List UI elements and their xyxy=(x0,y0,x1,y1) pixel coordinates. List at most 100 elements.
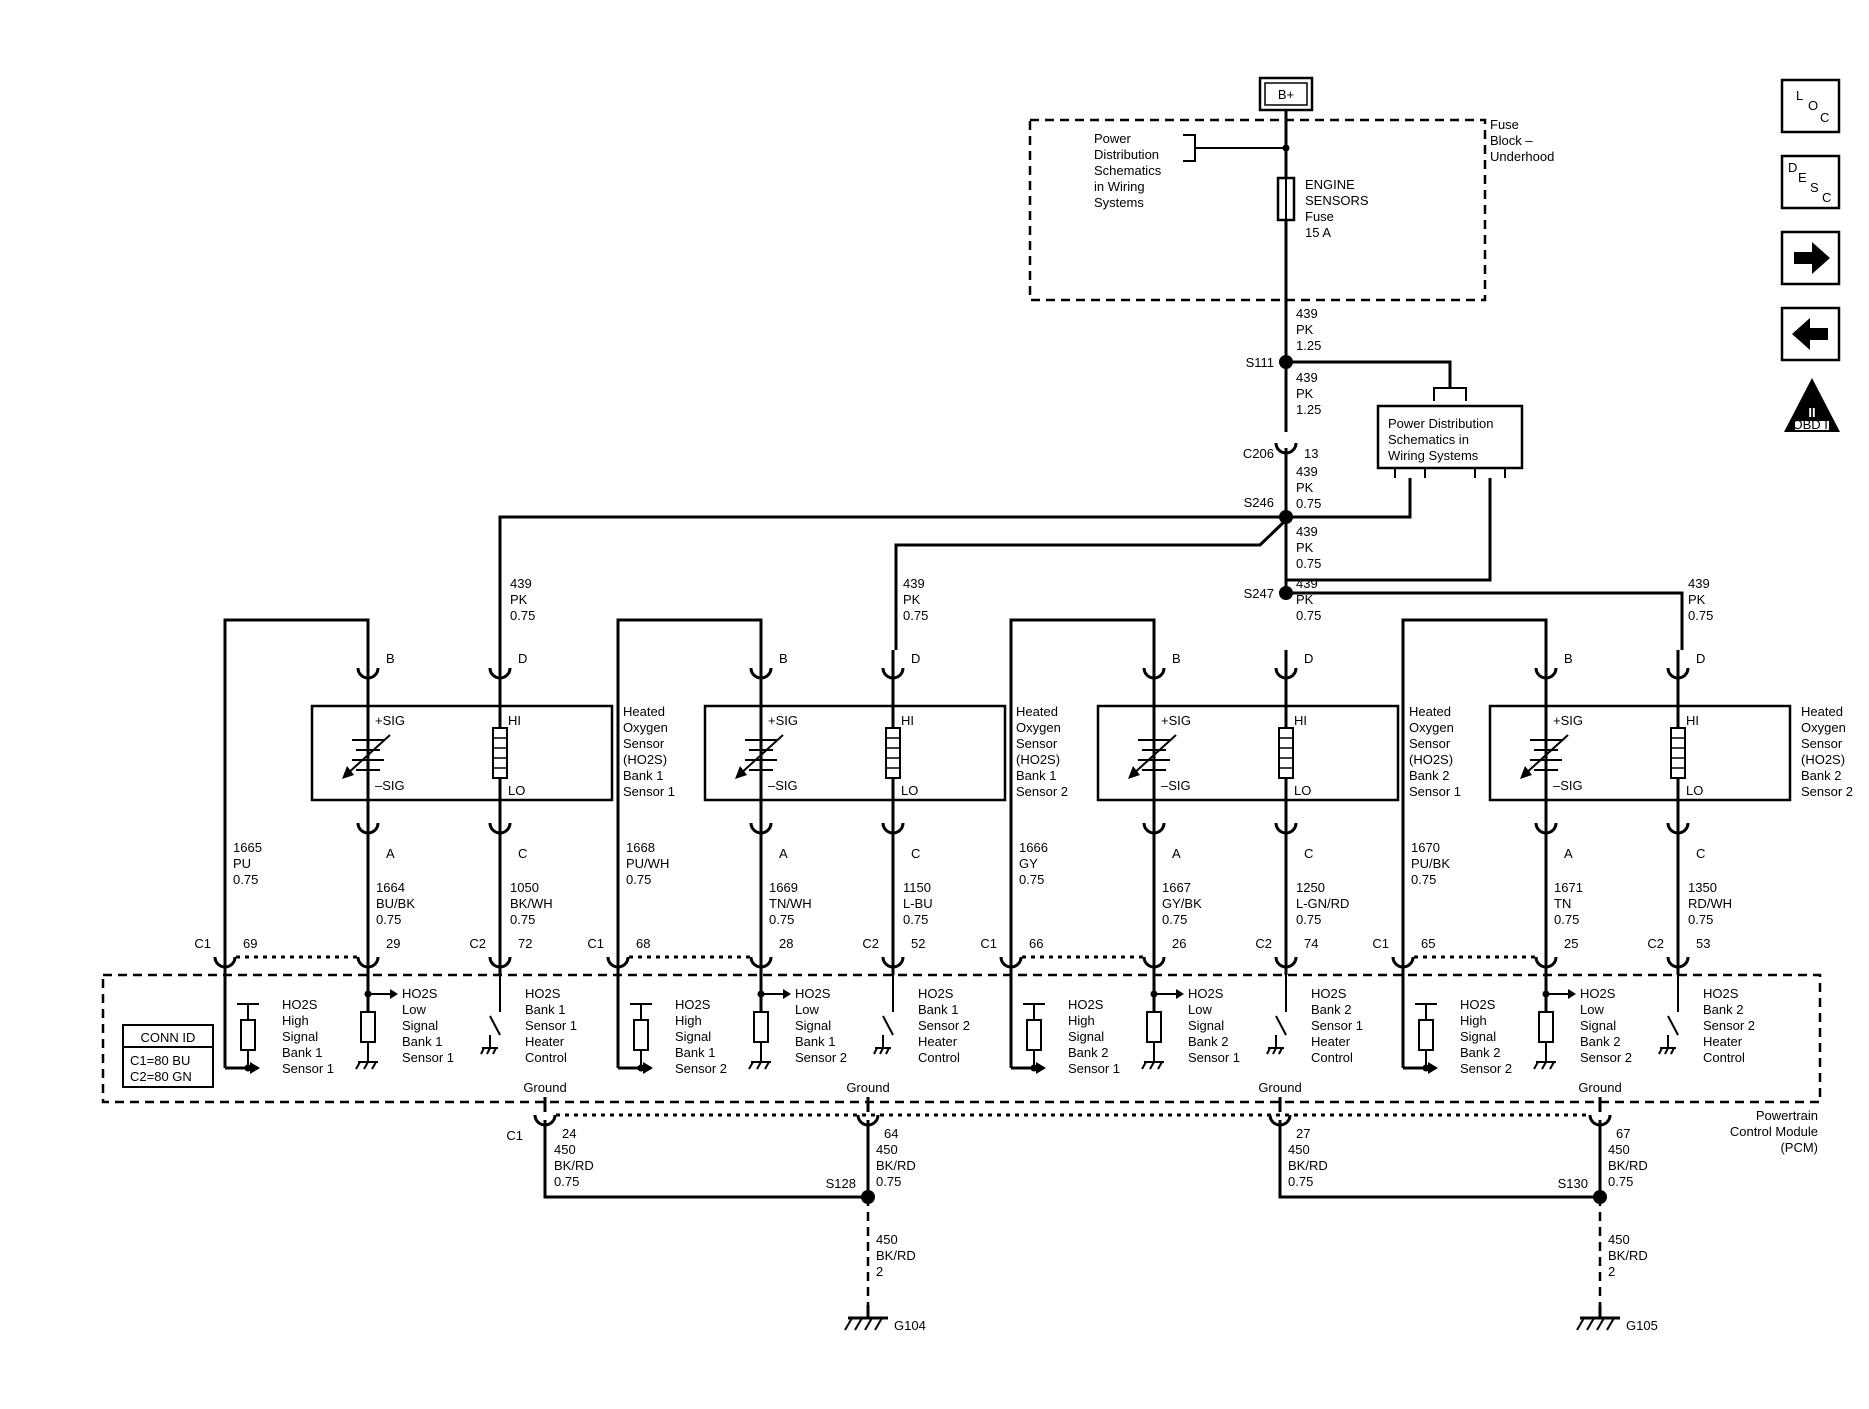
svg-text:Powertrain: Powertrain xyxy=(1756,1108,1818,1123)
pcm-high-label: HO2S xyxy=(675,997,711,1012)
svg-text:0.75: 0.75 xyxy=(554,1174,579,1189)
heater-wire-label: 1350 xyxy=(1688,880,1717,895)
svg-text:BK/RD: BK/RD xyxy=(1288,1158,1328,1173)
svg-text:C: C xyxy=(1820,110,1829,125)
svg-text:Fuse: Fuse xyxy=(1490,117,1519,132)
sig-plus: +SIG xyxy=(768,713,798,728)
pcm-heater-label: Heater xyxy=(918,1034,958,1049)
connector-arc xyxy=(881,667,905,680)
svg-text:450: 450 xyxy=(1288,1142,1310,1157)
pcm-low-label: Bank 1 xyxy=(402,1034,442,1049)
pcm-heater-label: Sensor 1 xyxy=(525,1018,577,1033)
feed-wire-label-3: 439 PK 0.75 xyxy=(1296,464,1321,511)
power-distribution-ref-box xyxy=(1376,404,1524,470)
svg-text:in Wiring: in Wiring xyxy=(1094,179,1145,194)
location-button[interactable]: L O C xyxy=(1780,78,1841,134)
obd-label: OBD II xyxy=(1792,417,1831,432)
pcm-low-label: HO2S xyxy=(1580,986,1616,1001)
description-button[interactable]: D E S C xyxy=(1780,154,1841,210)
connector-arc xyxy=(1274,822,1298,835)
connector-c206-label: C206 xyxy=(1243,446,1274,461)
conn-id-title: CONN ID xyxy=(141,1030,196,1045)
high-signal-wire xyxy=(223,618,370,1068)
pcm-high-label: Sensor 1 xyxy=(282,1061,334,1076)
c1-label: C1 xyxy=(587,936,604,951)
pcm-high-label: Signal xyxy=(282,1029,318,1044)
high-wire-label: GY xyxy=(1019,856,1038,871)
pcm-low-label: Low xyxy=(795,1002,819,1017)
pin-high: 66 xyxy=(1029,936,1043,951)
sensor-name: Sensor 2 xyxy=(1801,784,1853,799)
ground-icon xyxy=(1533,1042,1556,1070)
arrow-icon xyxy=(250,1062,260,1074)
pcm-high-label: Bank 2 xyxy=(1460,1045,1500,1060)
ground-icon xyxy=(480,1035,498,1055)
connector-arc xyxy=(1534,822,1558,835)
pin-heater: 53 xyxy=(1696,936,1710,951)
connector-arc xyxy=(1142,822,1166,835)
s246-to-sensor1-wire xyxy=(498,515,1286,650)
low-wire-label: GY/BK xyxy=(1162,896,1202,911)
ground-icon xyxy=(1658,1035,1676,1055)
heater-wire-label: L-GN/RD xyxy=(1296,896,1349,911)
low-wire-label: 1664 xyxy=(376,880,405,895)
sensor-name: Bank 2 xyxy=(1409,768,1449,783)
connector-arc xyxy=(1666,667,1690,680)
heater-hi: HI xyxy=(508,713,521,728)
ground-g104-icon xyxy=(844,1305,888,1331)
pin-c: C xyxy=(1304,846,1313,861)
previous-page-button[interactable] xyxy=(1780,306,1841,362)
heater-wire-label: 1250 xyxy=(1296,880,1325,895)
pcm-high-label: Bank 2 xyxy=(1068,1045,1108,1060)
heater-element-icon xyxy=(492,727,508,779)
pcm-high-label: Sensor 1 xyxy=(1068,1061,1120,1076)
svg-text:0.75: 0.75 xyxy=(876,1174,901,1189)
pcm-heater-label: Heater xyxy=(525,1034,565,1049)
switch-icon xyxy=(489,975,501,1036)
sensor-name: (HO2S) xyxy=(1409,752,1453,767)
obd-numeral: II xyxy=(1808,405,1815,420)
svg-text:PK: PK xyxy=(1296,540,1314,555)
s111-branch-wire xyxy=(1286,360,1452,388)
pin-c: C xyxy=(1696,846,1705,861)
resistor-icon xyxy=(240,1019,256,1051)
svg-text:ENGINE: ENGINE xyxy=(1305,177,1355,192)
heater-wire-label: 1150 xyxy=(903,880,931,895)
svg-text:439: 439 xyxy=(1296,524,1318,539)
sensor-name: Bank 1 xyxy=(623,768,663,783)
feed-wire-label-1: 439 PK 1.25 xyxy=(1296,306,1321,353)
s246-to-sensor2-wire xyxy=(894,518,1288,650)
svg-text:D: D xyxy=(1788,160,1797,175)
svg-text:Underhood: Underhood xyxy=(1490,149,1554,164)
pcm-label: Powertrain Control Module (PCM) xyxy=(1730,1108,1818,1155)
resistor-icon xyxy=(1026,1019,1042,1051)
low-wire-label: 1671 xyxy=(1554,880,1583,895)
svg-text:439: 439 xyxy=(1296,306,1318,321)
pcm-low-label: Low xyxy=(402,1002,426,1017)
power-ref-bracket xyxy=(1183,134,1286,162)
splice-s111-label: S111 xyxy=(1246,355,1274,370)
arrow-icon xyxy=(1428,1062,1438,1074)
connector-arc xyxy=(488,667,512,680)
pin-heater: 52 xyxy=(911,936,925,951)
pcm-low-label: Low xyxy=(1580,1002,1604,1017)
next-page-button[interactable] xyxy=(1780,230,1841,286)
svg-text:Schematics in: Schematics in xyxy=(1388,432,1469,447)
feed-label: 439 xyxy=(1296,576,1318,591)
svg-text:2: 2 xyxy=(1608,1264,1615,1279)
sensor-name: Sensor xyxy=(1016,736,1058,751)
high-wire-label: 1665 xyxy=(233,840,262,855)
high-signal-wire xyxy=(1401,618,1548,1068)
pcm-high-label: High xyxy=(675,1013,702,1028)
pcm-heater-label: HO2S xyxy=(918,986,954,1001)
conn-id-table: CONN ID C1=80 BU C2=80 GN xyxy=(122,1024,214,1088)
connector-arc xyxy=(606,956,630,969)
ref-to-s247-wire xyxy=(1286,478,1492,582)
heater-lo: LO xyxy=(1294,783,1311,798)
sensor-name: (HO2S) xyxy=(623,752,667,767)
battery-source: B+ xyxy=(1258,76,1314,112)
svg-text:0.75: 0.75 xyxy=(1288,1174,1313,1189)
pcm-low-label: Sensor 1 xyxy=(1188,1050,1240,1065)
svg-text:L: L xyxy=(1796,88,1803,103)
